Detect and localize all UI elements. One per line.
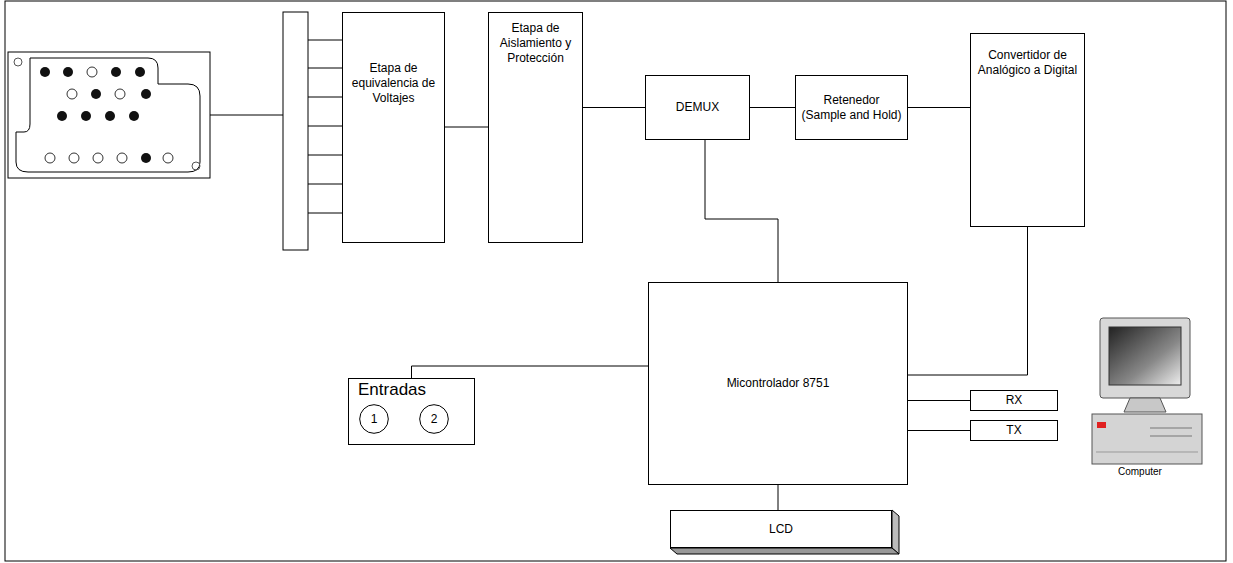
signal-box: TX <box>970 420 1058 441</box>
node-label: 1 <box>371 412 378 427</box>
connector-bar <box>283 12 342 250</box>
display-box: LCD <box>670 510 892 548</box>
connector-line <box>908 227 1028 375</box>
connector-illustration <box>8 52 210 178</box>
connector-line <box>908 107 970 108</box>
lcd-depth <box>670 510 899 554</box>
node-label: LCD <box>769 522 793 537</box>
process-box: Etapa de equivalencia de Voltajes <box>342 12 445 243</box>
connector-line <box>445 127 488 128</box>
frame <box>5 1 1226 561</box>
cable-wire <box>210 115 283 116</box>
node-label: RX <box>1006 393 1023 408</box>
connector-line <box>778 485 779 510</box>
node-label: DEMUX <box>676 100 719 115</box>
microcontroller-box: Micontrolador 8751 <box>648 282 908 485</box>
process-box: Retenedor (Sample and Hold) <box>795 75 908 140</box>
process-box: Convertidor de Analógico a Digital <box>970 33 1085 227</box>
input-button: 2 <box>419 404 449 434</box>
connector-line <box>750 107 795 108</box>
connector-line <box>583 107 645 108</box>
icon-caption: Computer <box>1118 466 1162 477</box>
process-box: DEMUX <box>645 75 750 140</box>
node-label: Convertidor de Analógico a Digital <box>975 48 1080 78</box>
node-label: Etapa de Aislamiento y Protección <box>493 21 578 66</box>
node-label: Etapa de equivalencia de Voltajes <box>347 61 440 106</box>
computer-icon <box>1092 318 1202 464</box>
signal-box: RX <box>970 390 1058 411</box>
node-label: Entradas <box>358 379 426 400</box>
node-label: TX <box>1006 423 1021 438</box>
input-button: 1 <box>359 404 389 434</box>
connector-line <box>908 400 970 401</box>
process-box: Etapa de Aislamiento y Protección <box>488 12 583 243</box>
node-label: Micontrolador 8751 <box>727 376 830 391</box>
input-panel: Entradas 1 2 <box>348 378 475 445</box>
connector-line <box>412 366 649 378</box>
connector-line <box>705 140 778 282</box>
node-label: 2 <box>431 412 438 427</box>
connector-line <box>908 430 970 431</box>
node-label: Retenedor (Sample and Hold) <box>800 93 903 123</box>
